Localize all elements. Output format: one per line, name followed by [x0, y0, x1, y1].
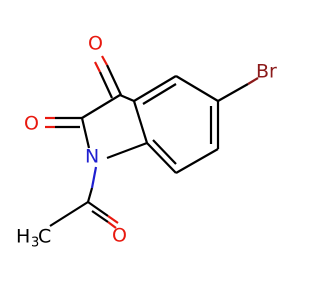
five-membered-ring [80, 93, 149, 160]
bond-c3-c2 [81, 94, 121, 119]
bond-cacetyl-ch3 [49, 201, 89, 227]
bond-c7-c7a [146, 142, 177, 174]
atom-oxygen-ketone: O [88, 33, 103, 55]
atom-bromine: Br [256, 61, 277, 83]
bond-c3-o-second-red [94, 61, 101, 73]
bond-c5-br-colored [247, 77, 259, 85]
bond-c3-o [106, 64, 122, 96]
bond-c3a-c3 [119, 93, 135, 103]
bond-c3-o-red [101, 55, 108, 66]
bond-cacetyl-o-second [91, 210, 109, 223]
bond-cacetyl-o-second-red [107, 221, 117, 229]
bond-n-cacetyl-black [86, 187, 94, 203]
bond-n-cacetyl [90, 166, 98, 189]
bond-cacetyl-o-red [107, 215, 119, 224]
bond-c3a-c4-inner [142, 83, 177, 105]
atom-nitrogen: N [85, 146, 99, 168]
bond-cacetyl-o [87, 201, 109, 217]
bond-n-c7a [106, 141, 148, 160]
benzene-ring [133, 75, 220, 174]
bond-c7a-c3a [132, 100, 149, 144]
bond-c3a-c4 [133, 75, 177, 102]
bond-c5-br [217, 83, 249, 102]
bond-c3-o-second [99, 71, 113, 99]
bond-c2-n [80, 117, 91, 149]
atom-oxygen-acetyl: O [112, 225, 127, 247]
atom-oxygen-lactam: O [24, 113, 39, 135]
atom-methyl-c: C [38, 226, 51, 248]
bond-c7-c7a-inner [152, 139, 177, 165]
bond-c6-c7 [175, 148, 219, 174]
atom-methyl-h: H [16, 226, 30, 248]
bond-c4-c5 [175, 75, 219, 102]
chemical-structure: O O N Br O H 3 C [16, 33, 277, 251]
atom-methyl-subscript: 3 [31, 236, 39, 251]
